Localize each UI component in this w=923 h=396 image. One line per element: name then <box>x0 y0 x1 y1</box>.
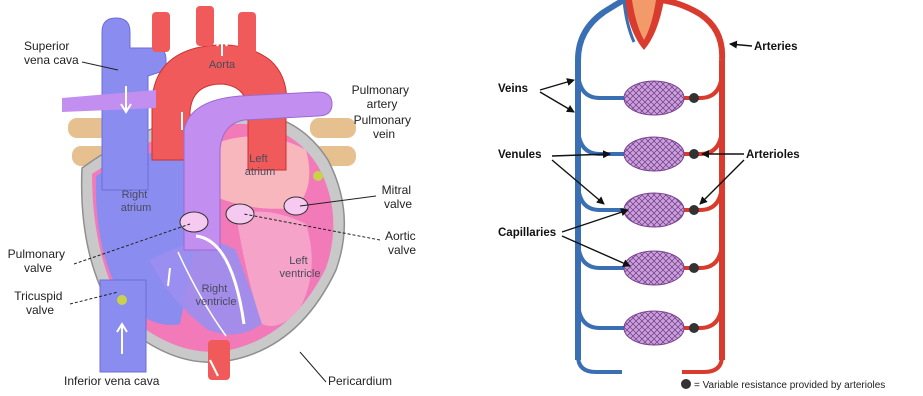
heart-snippet <box>624 0 664 50</box>
tier <box>578 240 722 285</box>
label-tricuspid-valve-1: Tricuspid <box>14 289 62 303</box>
svg-text:Aorta: Aorta <box>209 59 236 71</box>
label-tricuspid-valve-2: valve <box>26 303 54 317</box>
arteriole-resistance-icon <box>689 93 699 103</box>
resistance-legend-icon <box>681 379 691 389</box>
circulation-diagram: Arteries Veins Venules Arterioles Capill… <box>498 0 885 391</box>
heart-diagram: Aorta Left atrium Right atrium Left vent… <box>8 6 419 388</box>
label-inferior-vena-cava: Inferior vena cava <box>64 374 160 388</box>
label-pulmonary-valve-1: Pulmonary <box>8 247 65 261</box>
svg-text:Right ventricle: Right ventricle <box>196 283 237 308</box>
label-superior-vena-cava-1: Superior <box>24 39 69 53</box>
label-venules: Venules <box>498 149 541 161</box>
svg-text:Superior vena cava: Superior vena cava <box>24 39 79 67</box>
arteriole-resistance-icon <box>689 323 699 333</box>
svg-text:Pulmonary vein: Pulmonary vein <box>354 113 415 141</box>
label-pulmonary-artery-2: artery <box>367 97 398 111</box>
tier <box>578 300 722 345</box>
svg-text:Right atrium: Right atrium <box>121 189 152 214</box>
mitral-dot <box>313 171 323 181</box>
label-right-atrium-2: atrium <box>121 202 152 214</box>
arteriole-resistance-icon <box>689 149 699 159</box>
label-left-atrium-2: atrium <box>245 166 276 178</box>
arteriole-resistance-icon <box>689 263 699 273</box>
svg-text:Mitral valve: Mitral valve <box>382 183 415 211</box>
artery-top-loop <box>660 0 722 60</box>
label-left-ventricle-2: ventricle <box>280 268 321 280</box>
label-veins: Veins <box>498 83 528 95</box>
arteriole-resistance-icon <box>689 205 699 215</box>
label-aortic-valve-1: Aortic <box>385 229 416 243</box>
label-pulmonary-vein-1: Pulmonary <box>354 113 411 127</box>
legend-text: = Variable resistance provided by arteri… <box>694 380 885 391</box>
label-pulmonary-valve-2: valve <box>24 261 52 275</box>
label-left-ventricle-1: Left <box>289 255 307 267</box>
svg-text:Tricuspid valve: Tricuspid valve <box>14 289 66 317</box>
label-left-atrium-1: Left <box>249 153 267 165</box>
tier <box>578 70 722 115</box>
svg-text:Pulmonary valve: Pulmonary valve <box>8 247 69 275</box>
label-mitral-valve-2: valve <box>384 197 412 211</box>
label-right-atrium-1: Right <box>122 189 148 201</box>
tier <box>578 126 722 171</box>
label-superior-vena-cava-2: vena cava <box>24 53 79 67</box>
svg-text:Pulmonary artery: Pulmonary artery <box>352 83 413 111</box>
label-pulmonary-artery-1: Pulmonary <box>352 83 409 97</box>
label-pericardium: Pericardium <box>328 374 392 388</box>
label-aortic-valve-2: valve <box>388 243 416 257</box>
label-arteries: Arteries <box>754 41 797 53</box>
label-mitral-valve-1: Mitral <box>382 183 411 197</box>
tier <box>578 182 722 227</box>
label-pulmonary-vein-2: vein <box>373 127 395 141</box>
svg-text:Aortic valve: Aortic valve <box>385 229 419 257</box>
label-right-ventricle-2: ventricle <box>196 296 237 308</box>
svg-text:Left atrium: Left atrium <box>245 153 276 178</box>
label-arterioles: Arterioles <box>746 149 800 161</box>
label-right-ventricle-1: Right <box>202 283 228 295</box>
tricuspid-dot <box>117 295 127 305</box>
label-aorta: Aorta <box>209 59 236 71</box>
label-capillaries: Capillaries <box>498 227 556 239</box>
capillary-tiers <box>578 70 722 345</box>
vein-top-loop <box>578 0 624 60</box>
legend: = Variable resistance provided by arteri… <box>681 379 885 391</box>
